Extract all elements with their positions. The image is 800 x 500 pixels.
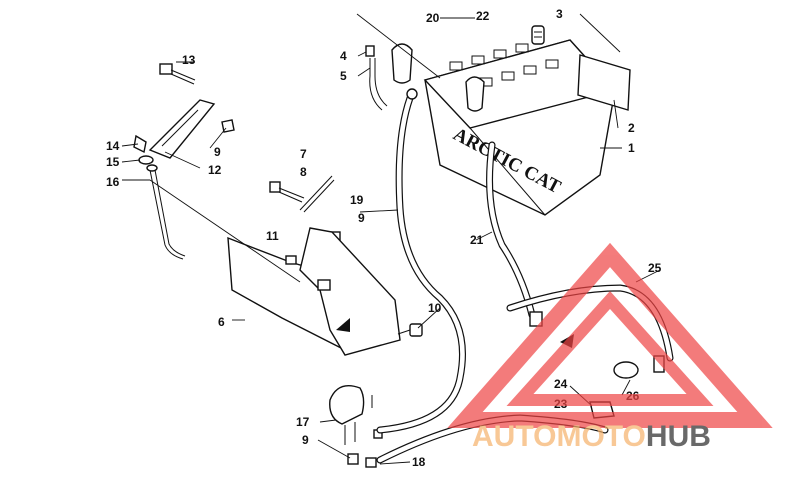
watermark-text: AUTOMOTOHUB <box>472 420 711 453</box>
callout-20: 20 <box>426 11 440 25</box>
callout-9-top: 9 <box>214 145 221 159</box>
leader-lines <box>121 13 661 465</box>
vent-fitting <box>365 45 388 111</box>
watermark: AUTOMOTOHUB <box>447 242 773 453</box>
callout-9-mid: 9 <box>358 211 365 225</box>
callout-4: 4 <box>340 49 347 63</box>
cable-21 <box>486 141 536 319</box>
cable-clamp-26 <box>613 361 639 379</box>
callout-16: 16 <box>106 175 120 189</box>
callout-18: 18 <box>412 455 426 469</box>
bolt-10 <box>397 323 423 337</box>
callout-11: 11 <box>266 229 279 243</box>
callout-14: 14 <box>106 139 120 153</box>
nut-9-bottom <box>347 453 359 465</box>
callout-5: 5 <box>340 69 347 83</box>
callout-17: 17 <box>296 415 310 429</box>
callout-13: 13 <box>182 53 196 67</box>
callout-10: 10 <box>428 301 442 315</box>
terminal-cover-20 <box>391 43 413 84</box>
callout-1: 1 <box>628 141 635 155</box>
bolt-13 <box>159 63 196 85</box>
terminal-cover-22 <box>465 76 485 112</box>
long-bolt-8 <box>299 175 335 213</box>
watermark-moto: MOTO <box>556 420 645 453</box>
callout-15: 15 <box>106 155 120 169</box>
callout-22: 22 <box>476 9 490 23</box>
callout-6: 6 <box>218 315 225 329</box>
battery-pad <box>577 54 631 111</box>
callout-21: 21 <box>470 233 484 247</box>
watermark-auto: AUTO <box>472 420 556 453</box>
watermark-hub: HUB <box>646 420 711 453</box>
vent-plug <box>531 25 545 45</box>
positive-cable-19 <box>376 88 466 434</box>
battery-tray <box>227 227 401 356</box>
washer <box>138 155 154 165</box>
callout-24: 24 <box>554 377 568 391</box>
hold-down-rod <box>146 164 186 260</box>
callout-25: 25 <box>648 261 662 275</box>
solenoid <box>329 385 373 445</box>
callout-12: 12 <box>208 163 222 177</box>
callout-19: 19 <box>350 193 364 207</box>
watermark-logo-triangle <box>447 242 773 428</box>
bolt-7 <box>269 181 305 203</box>
wing-nut <box>133 134 147 154</box>
callout-3: 3 <box>556 7 563 21</box>
callout-8: 8 <box>300 165 307 179</box>
hold-down-strap <box>148 99 216 159</box>
callout-9-bottom: 9 <box>302 433 309 447</box>
callout-7: 7 <box>300 147 307 161</box>
callout-2: 2 <box>628 121 635 135</box>
